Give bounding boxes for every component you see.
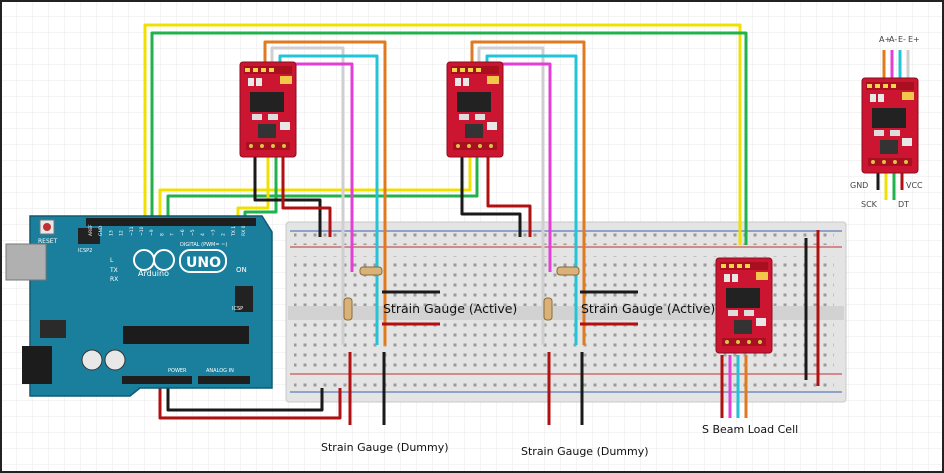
hx711-board-1 (239, 61, 297, 158)
label-strain-gauge-dummy-2: Strain Gauge (Dummy) (521, 445, 649, 458)
digital-pin-label: 8 (159, 233, 165, 236)
label-strain-gauge-dummy-1: Strain Gauge (Dummy) (321, 441, 449, 454)
pin-label-e-minus: E- (898, 35, 906, 44)
on-label: ON (236, 266, 247, 274)
digital-pin-label: RX 0 (241, 225, 247, 236)
digital-pin-label: TX 1 (231, 226, 237, 237)
power-jack (22, 346, 52, 384)
pin-label-sck: SCK (861, 200, 878, 209)
hx711-pinout-legend: A+ A- E- E+ GND VCC SCK DT (850, 35, 923, 209)
capacitor-1 (81, 349, 103, 371)
digital-pin-label: ~11 (129, 226, 135, 236)
digital-pin-label: ~6 (180, 229, 186, 236)
rx-label: RX (110, 276, 118, 283)
power-header (122, 376, 192, 384)
pin-label-a-minus: A- (889, 35, 897, 44)
pin-label-gnd: GND (850, 181, 868, 190)
analog-header (198, 376, 250, 384)
reset-label: RESET (38, 238, 58, 245)
icsp2-header (78, 228, 100, 244)
usb-port (5, 243, 47, 281)
digital-pin-label: 2 (221, 233, 227, 236)
icsp2-label: ICSP2 (78, 248, 92, 254)
wires (143, 23, 820, 425)
label-s-beam-load-cell: S Beam Load Cell (702, 423, 798, 436)
digital-pin-label: ~9 (149, 229, 155, 236)
capacitor-2 (104, 349, 126, 371)
uno-badge (179, 249, 227, 273)
digital-pin-label: 13 (108, 230, 114, 236)
digital-pin-label: ~3 (210, 229, 216, 236)
digital-pin-label: 7 (170, 233, 176, 236)
resistors (343, 266, 580, 321)
digital-pin-label: ~5 (190, 229, 196, 236)
pin-label-dt: DT (898, 200, 909, 209)
digital-label: DIGITAL (PWM= ~) (180, 242, 227, 248)
digital-pin-label: AREF (88, 224, 94, 236)
tx-label: TX (109, 267, 118, 274)
atmega-chip (123, 326, 249, 344)
l-label: L (110, 257, 114, 264)
label-strain-gauge-active-1: Strain Gauge (Active) (383, 301, 517, 316)
pin-label-e-plus: E+ (908, 35, 920, 44)
analog-label: ANALOG IN (206, 368, 234, 374)
digital-pin-label: 4 (200, 233, 206, 236)
arduino-logo-right (153, 249, 175, 271)
arduino-uno-board: RESET ICSP2 DIGITAL (PWM= ~) ICSP TX RX … (5, 215, 273, 397)
label-strain-gauge-active-2: Strain Gauge (Active) (581, 301, 715, 316)
hx711-board-2 (446, 61, 504, 158)
icsp-header (235, 286, 253, 312)
digital-pin-label: ~10 (139, 226, 145, 236)
uno-text: UNO (186, 255, 221, 271)
icsp-label: ICSP (232, 306, 243, 312)
hx711-board-3 (715, 257, 773, 354)
power-label: POWER (168, 368, 187, 374)
regulator (40, 320, 66, 338)
digital-pin-label: GND (98, 225, 104, 236)
pin-label-a-plus: A+ (879, 35, 891, 44)
arduino-brand-text: Arduino (138, 269, 169, 278)
digital-pin-label: 12 (119, 230, 125, 236)
digital-header (86, 218, 256, 226)
pin-label-vcc: VCC (906, 181, 923, 190)
